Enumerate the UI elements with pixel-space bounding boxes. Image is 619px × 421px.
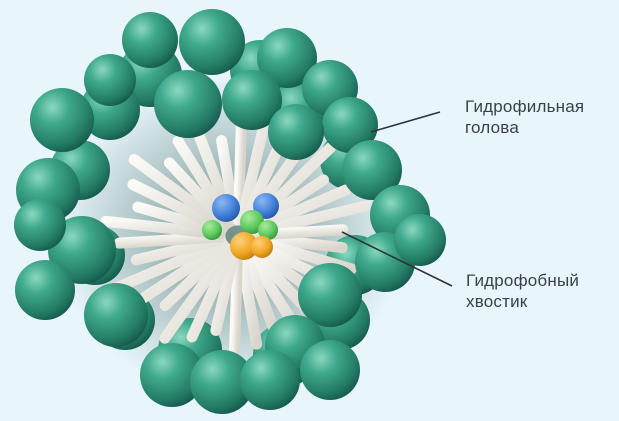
hydrophobic-tail-label-line1: Гидрофобный: [466, 270, 579, 291]
head-sphere: [30, 88, 94, 152]
head-sphere: [240, 350, 300, 410]
core-sphere-blue: [212, 194, 240, 222]
head-sphere: [268, 104, 324, 160]
head-sphere: [300, 340, 360, 400]
core-sphere-green: [202, 220, 222, 240]
hydrophilic-head-label-line1: Гидрофильная: [465, 96, 584, 117]
hydrophobic-tail-label-line2: хвостик: [466, 291, 579, 312]
hydrophilic-head-label-line2: голова: [465, 117, 584, 138]
head-sphere: [15, 260, 75, 320]
head-sphere: [84, 54, 136, 106]
head-sphere: [298, 263, 362, 327]
core-sphere-orange: [251, 236, 273, 258]
head-sphere: [179, 9, 245, 75]
head-leader-line: [371, 112, 440, 132]
head-sphere: [394, 214, 446, 266]
hydrophobic-tail: [119, 237, 220, 243]
hydrophilic-head-label: Гидрофильная голова: [465, 96, 584, 138]
head-sphere: [122, 12, 178, 68]
head-sphere: [14, 199, 66, 251]
hydrophobic-tail-label: Гидрофобный хвостик: [466, 270, 579, 312]
head-sphere: [84, 283, 148, 347]
head-sphere: [154, 70, 222, 138]
